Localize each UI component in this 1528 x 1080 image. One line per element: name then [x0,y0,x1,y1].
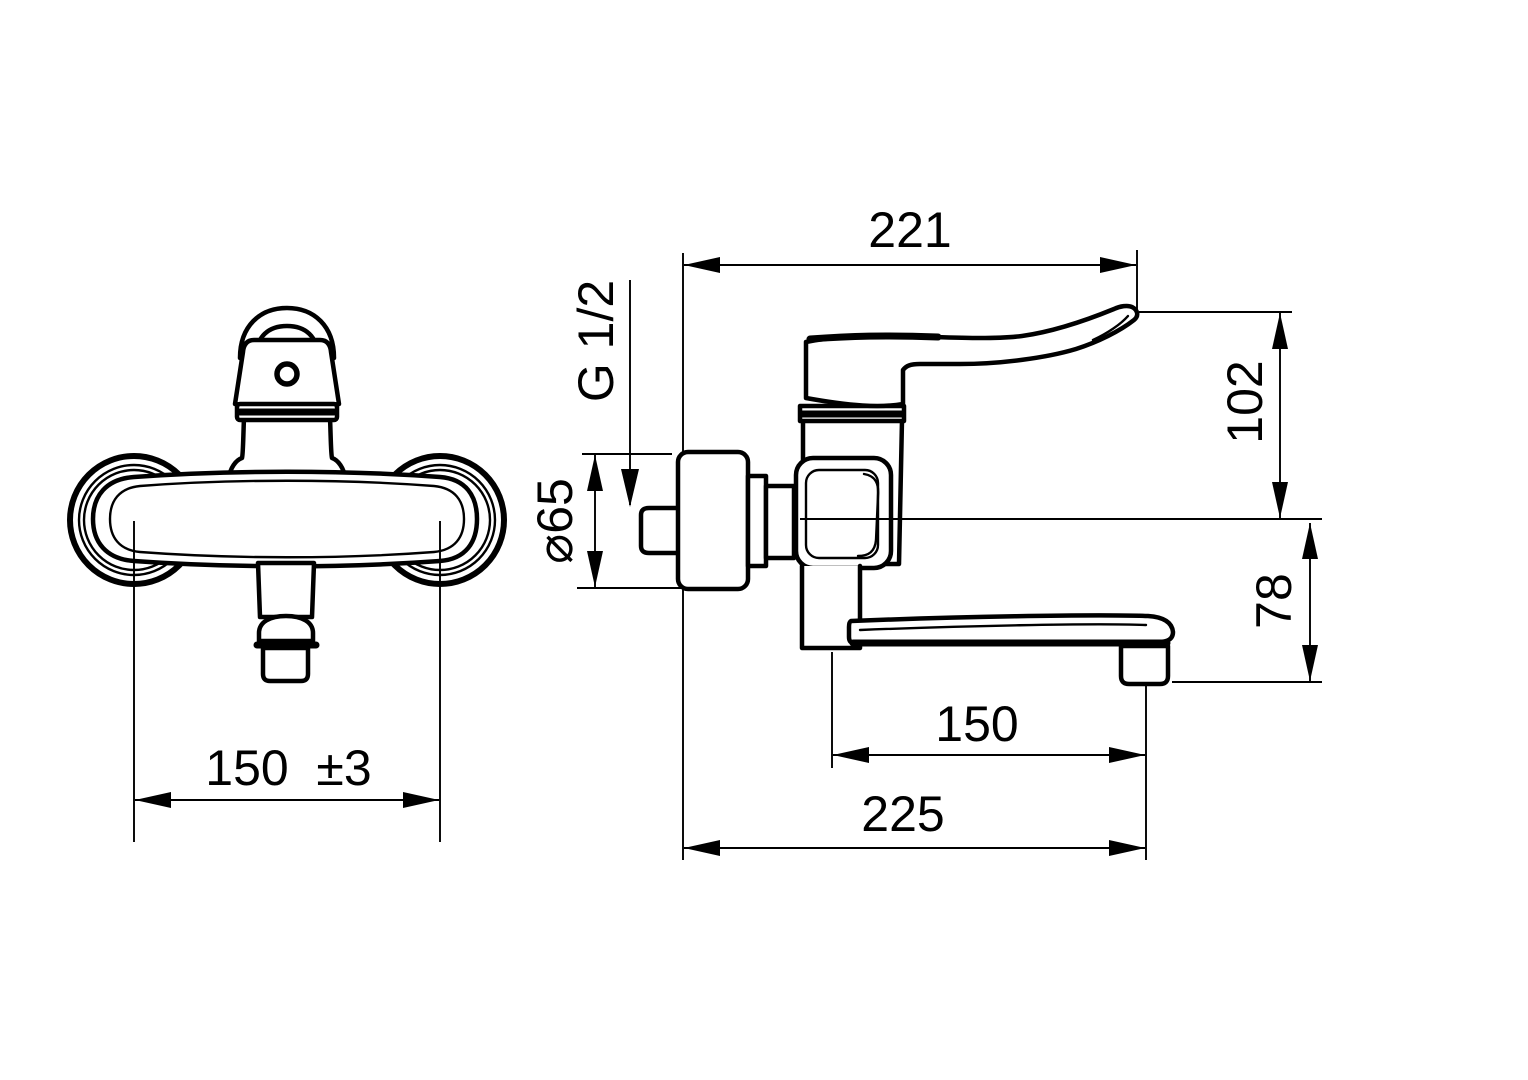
side-view: 221 102 78 G 1/2 [527,202,1322,860]
dim-height-lever: 102 [1139,311,1292,518]
dim-spout-arrow-left [833,747,869,763]
dim-height-lever-arrow-bottom [1272,482,1288,518]
dim-label-center-distance: 150 [205,740,288,796]
front-view: 150 ±3 [67,305,507,842]
dim-label-thread: G 1/2 [568,280,624,402]
dim-reach-top-arrow-left [684,257,720,273]
dim-spout-arrow-right [1109,747,1145,763]
dim-total-arrow-left [684,840,720,856]
dim-reach-top-arrow-right [1100,257,1136,273]
side-thread-fitting [638,505,686,556]
side-drop-tube [799,563,863,651]
dim-drop-outlet-arrow-bottom [1302,645,1318,681]
side-lever-tip-contour [1091,314,1130,342]
dim-drop-outlet: 78 [1172,523,1322,683]
side-handle-lever [803,303,1140,409]
side-lever-top-edge [806,332,942,343]
side-spout-top-face [858,623,1148,632]
dim-total-projection: 225 [684,786,1145,856]
side-outlet-cap [1118,643,1171,687]
side-escutcheon-chamfer [856,472,880,558]
dim-flange-arrow-top [587,455,603,491]
front-aerator [260,645,311,684]
dim-spout-projection: 150 [831,652,1147,860]
dim-label-drop-outlet: 78 [1246,573,1302,629]
dim-center-distance-arrow-right [403,792,439,808]
dim-label-flange-diameter: ⌀65 [527,478,583,564]
dim-height-lever-arrow-top [1272,313,1288,349]
dim-label-total-projection: 225 [861,786,944,842]
front-neck [226,414,348,481]
side-spout [846,613,1176,646]
callout-thread: G 1/2 [568,280,639,507]
dim-center-distance: 150 ±3 [133,521,441,842]
dim-total-arrow-right [1109,840,1145,856]
dim-flange-diameter: ⌀65 [527,453,683,589]
dim-label-reach-top: 221 [868,202,951,258]
front-body-contour [108,479,466,559]
front-spout-collar [256,613,316,644]
side-connector-step2 [763,483,797,561]
front-spout-column [255,560,317,620]
dim-label-center-distance-tolerance: ±3 [316,740,371,796]
dim-drop-outlet-arrow-top [1302,523,1318,559]
front-handle-hole [274,361,300,387]
dim-label-spout-projection: 150 [935,696,1018,752]
dim-flange-arrow-bottom [587,551,603,587]
side-connector-step1 [745,473,769,569]
callout-thread-arrow [621,469,639,507]
dim-label-height-lever: 102 [1217,360,1273,443]
dim-center-distance-arrow-left [135,792,171,808]
side-wall-flange [675,449,751,592]
dim-reach-top: 221 [684,202,1138,311]
